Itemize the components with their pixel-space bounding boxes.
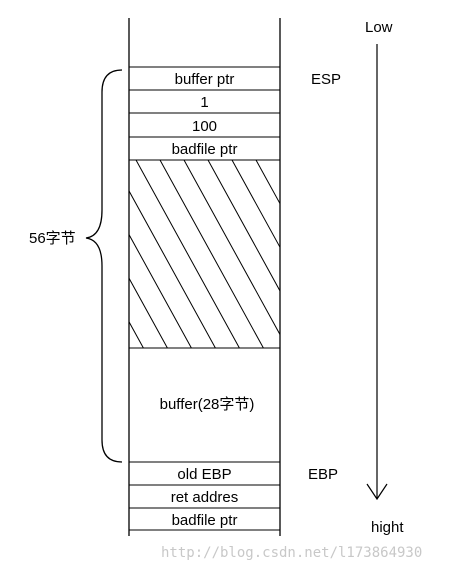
- curly-brace: [85, 69, 123, 463]
- hatch-line: [135, 160, 240, 348]
- cell-old-ebp: old EBP: [177, 466, 231, 483]
- cell-badfile-ptr-top: badfile ptr: [172, 141, 238, 158]
- arrow-low-label: Low: [365, 19, 393, 36]
- cell-value-100: 100: [192, 118, 217, 135]
- stack-separators: [129, 66, 280, 531]
- hatch-line: [0, 160, 95, 348]
- hatch-line: [255, 160, 280, 205]
- hatch-line: [183, 160, 280, 336]
- hatch-line: [159, 160, 264, 348]
- hatch-line: [207, 160, 280, 292]
- hatch-line: [0, 160, 47, 348]
- direction-arrow-head: [366, 483, 388, 501]
- hatch-line: [0, 160, 23, 348]
- watermark-url: http://blog.csdn.net/l173864930: [161, 545, 422, 561]
- hatched-padding-region: [0, 160, 280, 348]
- hatch-line: [129, 233, 192, 348]
- hatch-line: [279, 160, 280, 162]
- esp-label: ESP: [311, 71, 341, 88]
- hatch-line: [0, 160, 71, 348]
- cell-value-1: 1: [200, 94, 208, 111]
- cell-buffer-ptr: buffer ptr: [175, 71, 235, 88]
- hatch-line: [129, 320, 144, 348]
- hatch-line: [231, 160, 280, 249]
- hatch-line: [16, 160, 119, 348]
- hatch-line: [129, 189, 216, 348]
- buffer-region-label: buffer(28字节): [160, 396, 255, 413]
- hatch-line: [129, 277, 168, 348]
- arrow-hight-label: hight: [371, 519, 404, 536]
- brace-size-label: 56字节: [29, 230, 76, 247]
- cell-ret-address: ret addres: [171, 489, 239, 506]
- ebp-label: EBP: [308, 466, 338, 483]
- cell-badfile-ptr-bottom: badfile ptr: [172, 512, 238, 529]
